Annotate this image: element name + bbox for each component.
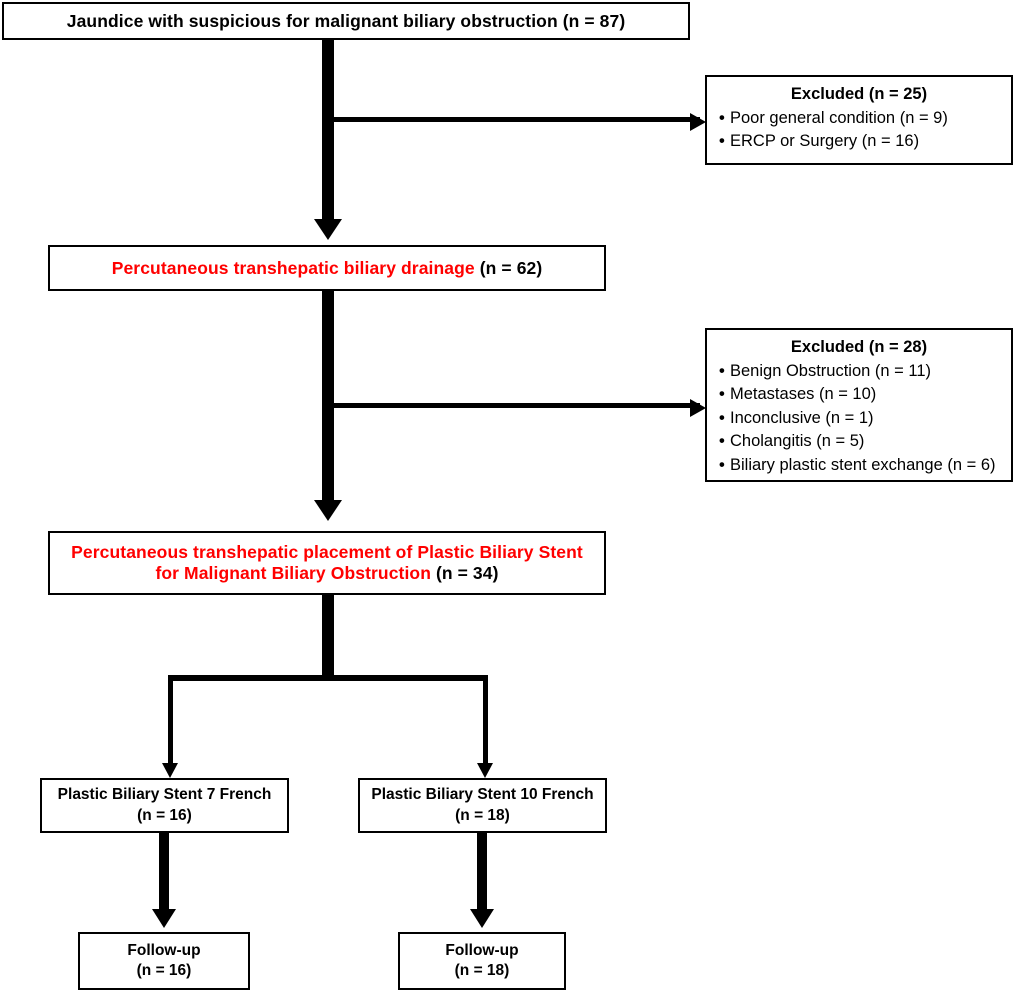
node-enrolled-text: Jaundice with suspicious for malignant b… — [4, 11, 688, 32]
node-drainage-label: Percutaneous transhepatic biliary draina… — [111, 257, 480, 278]
node-stent7-label: Plastic Biliary Stent 7 French — [57, 786, 272, 804]
connector-trunk-placement-fork — [322, 595, 334, 681]
arrow-into-exclusion-2 — [690, 399, 706, 417]
arrow-into-stent10 — [477, 763, 493, 778]
exclusion-2-header: Excluded (n = 28) — [790, 338, 928, 356]
node-placement-line2-wrap: for Malignant Biliary Obstruction (n = 3… — [50, 563, 604, 584]
node-exclusion-2[interactable]: Excluded (n = 28) Benign Obstruction (n … — [705, 328, 1013, 482]
arrow-into-exclusion-1 — [690, 113, 706, 131]
exclusion-1-list: Poor general condition (n = 9) ERCP or S… — [707, 107, 1011, 154]
connector-stent10-followup — [477, 833, 487, 909]
list-item: Benign Obstruction (n = 11) — [719, 360, 1011, 383]
connector-stent7-followup — [159, 833, 169, 909]
connector-fork-right-arm — [483, 675, 488, 763]
node-stent7-count: (n = 16) — [137, 806, 192, 824]
connector-fork-horizontal — [168, 675, 488, 681]
node-stent10-label: Plastic Biliary Stent 10 French — [371, 786, 594, 804]
node-exclusion-1[interactable]: Excluded (n = 25) Poor general condition… — [705, 75, 1013, 165]
arrow-into-drainage — [314, 219, 342, 240]
arrow-into-placement — [314, 500, 342, 521]
node-followup10[interactable]: Follow-up (n = 18) — [398, 932, 566, 990]
list-item: Inconclusive (n = 1) — [719, 407, 1011, 430]
node-followup10-count: (n = 18) — [454, 962, 510, 979]
node-followup7-count: (n = 16) — [136, 962, 192, 979]
node-enrolled-count: (n = 87) — [562, 10, 626, 31]
node-placement[interactable]: Percutaneous transhepatic placement of P… — [48, 531, 606, 595]
node-drainage-text: Percutaneous transhepatic biliary draina… — [50, 258, 604, 279]
connector-branch-exclusion-1 — [334, 117, 700, 122]
exclusion-1-header: Excluded (n = 25) — [790, 85, 928, 103]
exclusion-2-list: Benign Obstruction (n = 11) Metastases (… — [707, 360, 1011, 477]
arrow-into-followup10 — [470, 909, 494, 928]
node-followup10-label: Follow-up — [445, 941, 519, 959]
arrow-into-followup7 — [152, 909, 176, 928]
list-item: Biliary plastic stent exchange (n = 6) — [719, 454, 1011, 477]
list-item: ERCP or Surgery (n = 16) — [719, 130, 1011, 153]
list-item: Metastases (n = 10) — [719, 383, 1011, 406]
node-stent7[interactable]: Plastic Biliary Stent 7 French (n = 16) — [40, 778, 289, 833]
list-item: Poor general condition (n = 9) — [719, 107, 1011, 130]
node-placement-line1: Percutaneous transhepatic placement of P… — [71, 542, 583, 563]
node-followup7[interactable]: Follow-up (n = 16) — [78, 932, 250, 990]
node-enrolled[interactable]: Jaundice with suspicious for malignant b… — [2, 2, 690, 40]
connector-fork-left-arm — [168, 675, 173, 763]
list-item: Cholangitis (n = 5) — [719, 430, 1011, 453]
node-drainage-count: (n = 62) — [479, 257, 543, 278]
node-placement-count: (n = 34) — [435, 563, 499, 583]
node-drainage[interactable]: Percutaneous transhepatic biliary draina… — [48, 245, 606, 291]
connector-trunk-enrolled-drainage — [322, 38, 334, 219]
node-stent10-count: (n = 18) — [455, 806, 510, 824]
connector-branch-exclusion-2 — [334, 403, 700, 408]
arrow-into-stent7 — [162, 763, 178, 778]
node-followup7-label: Follow-up — [127, 941, 201, 959]
connector-trunk-drainage-placement — [322, 291, 334, 500]
node-stent10[interactable]: Plastic Biliary Stent 10 French (n = 18) — [358, 778, 607, 833]
node-placement-line2: for Malignant Biliary Obstruction — [155, 563, 436, 583]
node-enrolled-label: Jaundice with suspicious for malignant b… — [66, 10, 563, 31]
